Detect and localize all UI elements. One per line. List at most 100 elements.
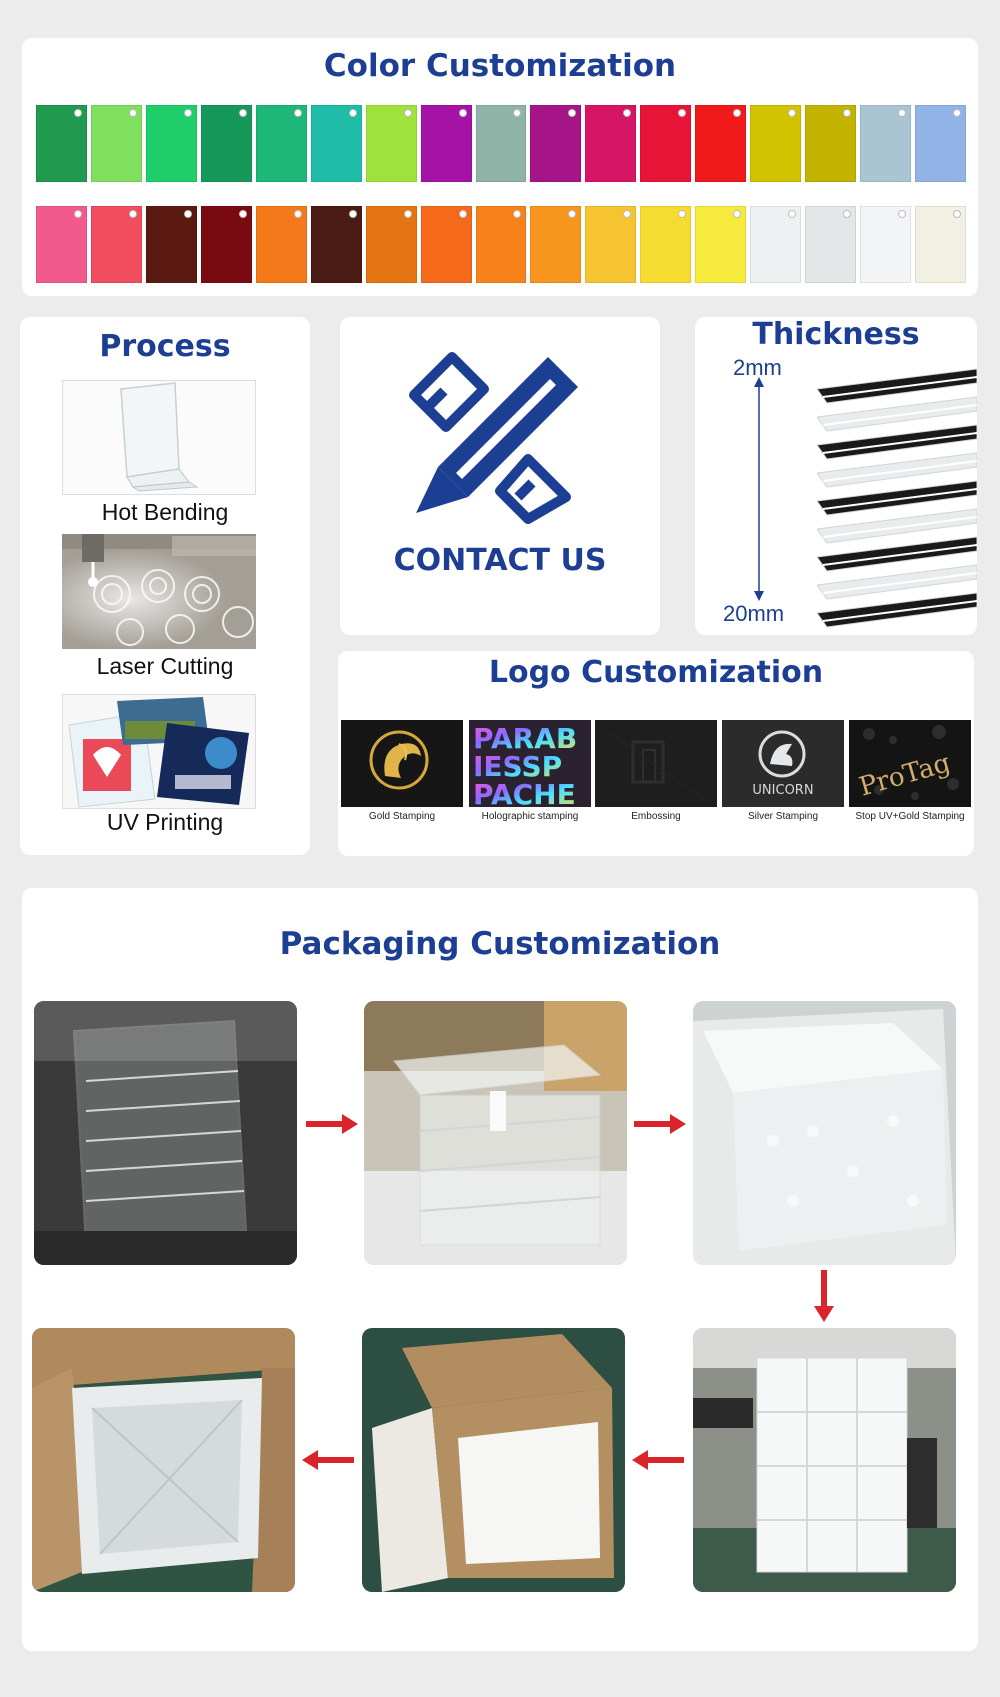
logo-caption-gold-stamping: Gold Stamping (368, 811, 436, 822)
color-row1-swatch-14[interactable] (750, 105, 802, 182)
color-row2-swatch-5[interactable] (255, 206, 307, 283)
gold-stamping-tile (341, 720, 463, 807)
holo-line-2: IESSP (473, 750, 562, 783)
color-row1-swatch-11[interactable] (585, 105, 637, 182)
acrylic-sheet-edge-3 (822, 432, 977, 454)
laser-cutting-image (62, 534, 256, 649)
thickness-card: Thickness 2mm 20mm (695, 317, 977, 635)
acrylic-sheets-image (817, 355, 977, 635)
color-row2-swatch-12[interactable] (640, 206, 692, 283)
hot-bending-image (62, 380, 256, 495)
contact-us-card[interactable]: CONTACT US (340, 317, 660, 635)
acrylic-sheet-edge-4 (822, 460, 977, 482)
packaging-step-4-image (693, 1328, 956, 1592)
swatch-row-1 (36, 105, 966, 182)
color-row2-swatch-16[interactable] (860, 206, 911, 283)
acrylic-sheet-edge-2 (822, 404, 977, 426)
color-row2-swatch-1[interactable] (36, 206, 87, 283)
arrow-down-icon (814, 1270, 834, 1322)
uv-printing-image (62, 694, 256, 809)
acrylic-sheet-8 (817, 564, 977, 600)
process-card: Process Hot Bending (20, 317, 310, 855)
process-label-laser-cutting: Laser Cutting (96, 653, 234, 679)
packaging-step-3-image (693, 1001, 956, 1265)
color-row1-swatch-3[interactable] (145, 105, 197, 182)
color-row2-swatch-13[interactable] (695, 206, 747, 283)
silver-stamping-tile: UNICORN (722, 720, 844, 807)
pencil-ruler-icon (409, 352, 578, 524)
color-row2-swatch-14[interactable] (750, 206, 802, 283)
color-row1-swatch-10[interactable] (530, 105, 582, 182)
thickness-min-label: 2mm (733, 355, 782, 380)
packaging-step-1-image (34, 1001, 297, 1265)
color-row1-swatch-7[interactable] (365, 105, 417, 182)
logo-section-title: Logo Customization (488, 655, 824, 690)
color-row2-swatch-15[interactable] (805, 206, 857, 283)
color-section-title: Color Customization (323, 48, 677, 84)
holographic-stamping-tile: PARAB IESSP PACHE (469, 720, 591, 807)
logo-caption-embossing: Embossing (631, 811, 681, 822)
acrylic-sheet-7 (817, 536, 977, 572)
acrylic-sheet-edge-1 (822, 376, 977, 398)
logo-customization-card: Logo Customization Gold Stamping PARAB I… (338, 651, 974, 856)
packaging-step-6-image (32, 1328, 295, 1592)
acrylic-sheet-edge-8 (822, 572, 977, 594)
acrylic-sheet-9 (817, 592, 977, 628)
logo-caption-stop-uv-gold-stamping: Stop UV+Gold Stamping (855, 811, 965, 822)
acrylic-sheet-edge-9 (822, 600, 977, 622)
thickness-title: Thickness (752, 317, 920, 352)
process-label-uv-printing: UV Printing (106, 809, 224, 835)
color-row2-swatch-3[interactable] (145, 206, 197, 283)
contact-us-label[interactable]: CONTACT US (393, 543, 607, 578)
holo-line-1: PARAB (473, 722, 577, 755)
color-row1-swatch-1[interactable] (36, 105, 87, 182)
acrylic-sheet-6 (817, 508, 977, 544)
acrylic-sheet-4 (817, 452, 977, 488)
color-row1-swatch-2[interactable] (90, 105, 142, 182)
color-row1-swatch-15[interactable] (805, 105, 857, 182)
acrylic-sheet-1 (817, 368, 977, 404)
color-row1-swatch-13[interactable] (695, 105, 747, 182)
acrylic-sheet-5 (817, 480, 977, 516)
color-row2-swatch-8[interactable] (420, 206, 472, 283)
process-title: Process (99, 329, 231, 364)
acrylic-sheet-2 (817, 396, 977, 432)
color-row2-swatch-6[interactable] (310, 206, 362, 283)
holo-line-3: PACHE (473, 778, 576, 807)
packaging-step-5-image (362, 1328, 625, 1592)
acrylic-sheet-edge-7 (822, 544, 977, 566)
stop-uv-gold-stamping-tile: ProTag (849, 720, 971, 807)
color-row1-swatch-16[interactable] (860, 105, 911, 182)
embossing-tile (595, 720, 717, 807)
color-row2-swatch-4[interactable] (200, 206, 252, 283)
packaging-customization-card: Packaging Customization (22, 888, 978, 1651)
process-label-hot-bending: Hot Bending (101, 499, 229, 525)
color-row1-swatch-6[interactable] (310, 105, 362, 182)
acrylic-sheet-edge-6 (822, 516, 977, 538)
arrow-right-2-icon (634, 1114, 686, 1134)
color-row2-swatch-17[interactable] (915, 206, 966, 283)
color-row1-swatch-8[interactable] (420, 105, 472, 182)
color-row1-swatch-12[interactable] (640, 105, 692, 182)
arrow-left-2-icon (302, 1450, 354, 1470)
acrylic-sheet-edge-5 (822, 488, 977, 510)
color-row1-swatch-17[interactable] (915, 105, 966, 182)
color-row2-swatch-9[interactable] (475, 206, 527, 283)
packaging-step-2-image (364, 1001, 627, 1265)
color-row1-swatch-5[interactable] (255, 105, 307, 182)
color-row2-swatch-10[interactable] (530, 206, 582, 283)
arrow-left-1-icon (632, 1450, 684, 1470)
acrylic-sheet-3 (817, 424, 977, 460)
color-customization-card: Color Customization (22, 38, 978, 296)
color-row2-swatch-11[interactable] (585, 206, 637, 283)
logo-caption-holographic-stamping: Holographic stamping (481, 811, 579, 822)
packaging-section-title: Packaging Customization (279, 926, 721, 962)
arrow-right-1-icon (306, 1114, 358, 1134)
logo-caption-silver-stamping: Silver Stamping (747, 811, 819, 822)
color-row1-swatch-4[interactable] (200, 105, 252, 182)
thickness-arrow (754, 377, 764, 601)
color-row2-swatch-2[interactable] (90, 206, 142, 283)
color-row2-swatch-7[interactable] (365, 206, 417, 283)
color-row1-swatch-9[interactable] (475, 105, 527, 182)
thickness-max-label: 20mm (723, 601, 785, 626)
